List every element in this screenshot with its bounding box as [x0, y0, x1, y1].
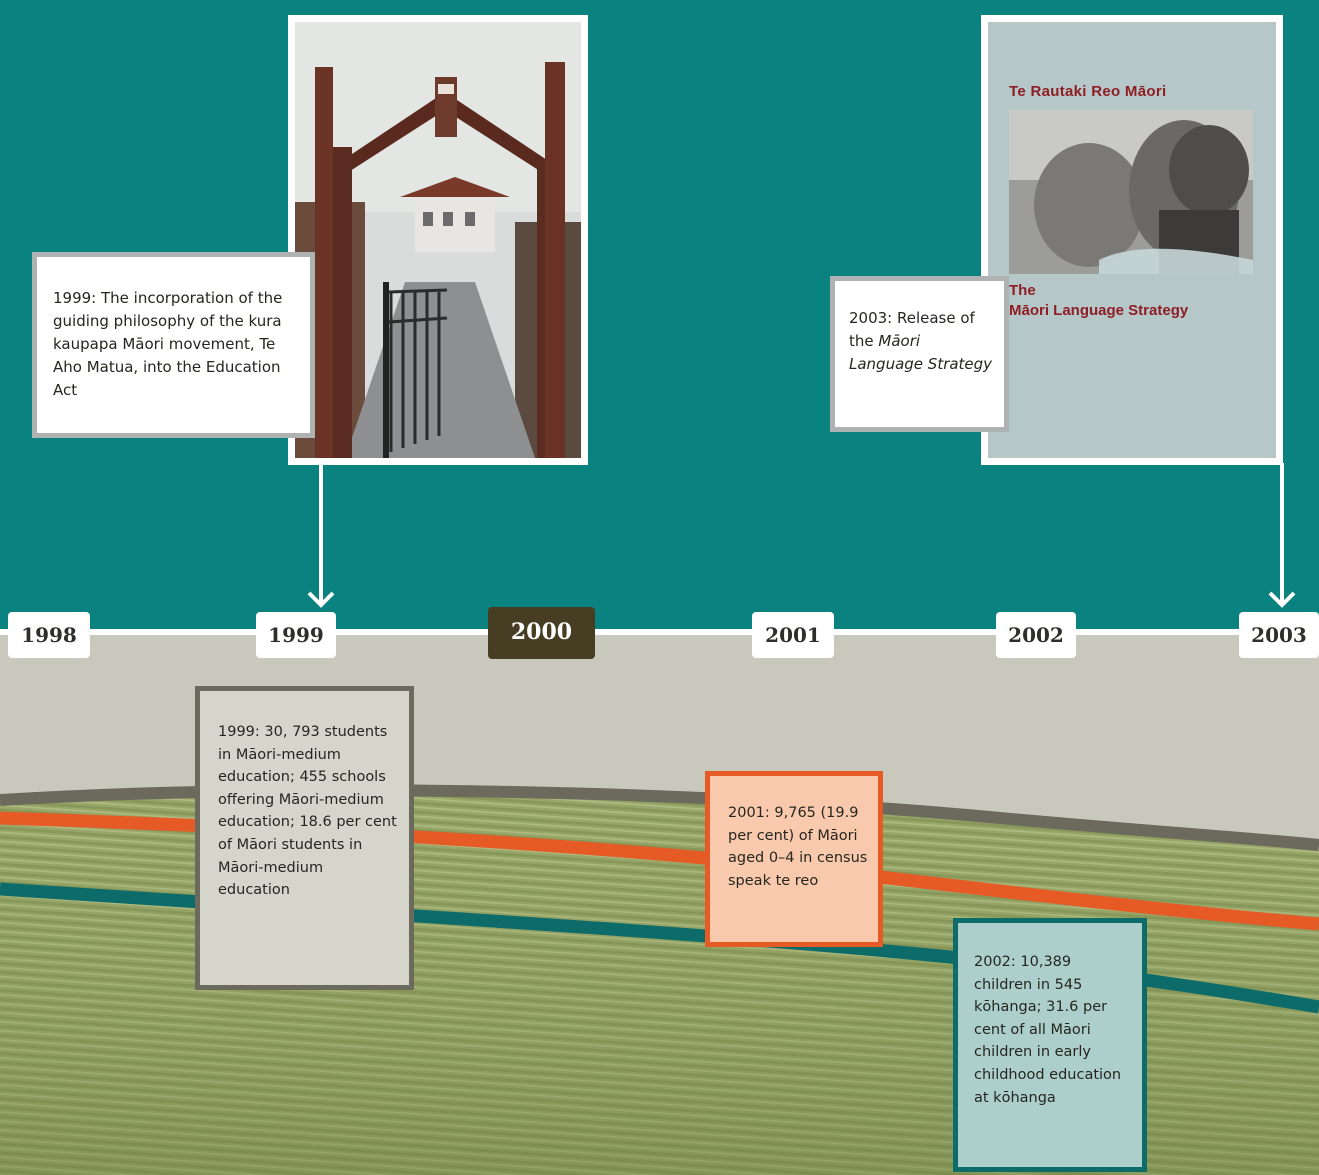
year-2002-label: 2002 — [996, 612, 1076, 658]
year-1999-label: 1999 — [256, 612, 336, 658]
strategy-cover: Te Rautaki Reo Māori The Māori Language … — [981, 15, 1283, 465]
year-1998-label: 1998 — [8, 612, 90, 658]
event-2003-strategy-release: 2003: Release of the Māori Language Stra… — [830, 276, 1009, 432]
year-2001-label: 2001 — [752, 612, 834, 658]
event-2002-kohanga: 2002: 10,389 children in 545 kōhanga; 31… — [953, 918, 1147, 1172]
marae-gateway-icon — [295, 22, 581, 458]
year-2003-label: 2003 — [1239, 612, 1319, 658]
marae-gateway-photo — [288, 15, 588, 465]
timeline-axis — [0, 629, 1319, 635]
strategy-cover-title-english: The Māori Language Strategy — [1009, 281, 1188, 321]
arrow-down-icon-2003 — [1268, 463, 1296, 608]
event-2003-strategy-name: Māori Language Strategy — [849, 332, 993, 373]
event-2003-text: 2003: Release of the — [849, 309, 975, 350]
year-2000-label: 2000 — [488, 607, 595, 659]
strategy-cover-title-line1: The — [1009, 282, 1036, 299]
arrow-down-icon-1999 — [307, 463, 335, 608]
strategy-cover-title-line2: Māori Language Strategy — [1009, 302, 1189, 319]
strategy-cover-title-maori: Te Rautaki Reo Māori — [1009, 83, 1167, 100]
event-1999-education-act: 1999: The incorporation of the guiding p… — [32, 252, 315, 438]
event-1999-enrolment-stats: 1999: 30, 793 students in Māori-medium e… — [195, 686, 414, 990]
elders-photo-icon — [1009, 110, 1253, 274]
event-2001-census: 2001: 9,765 (19.9 per cent) of Māori age… — [705, 771, 883, 947]
